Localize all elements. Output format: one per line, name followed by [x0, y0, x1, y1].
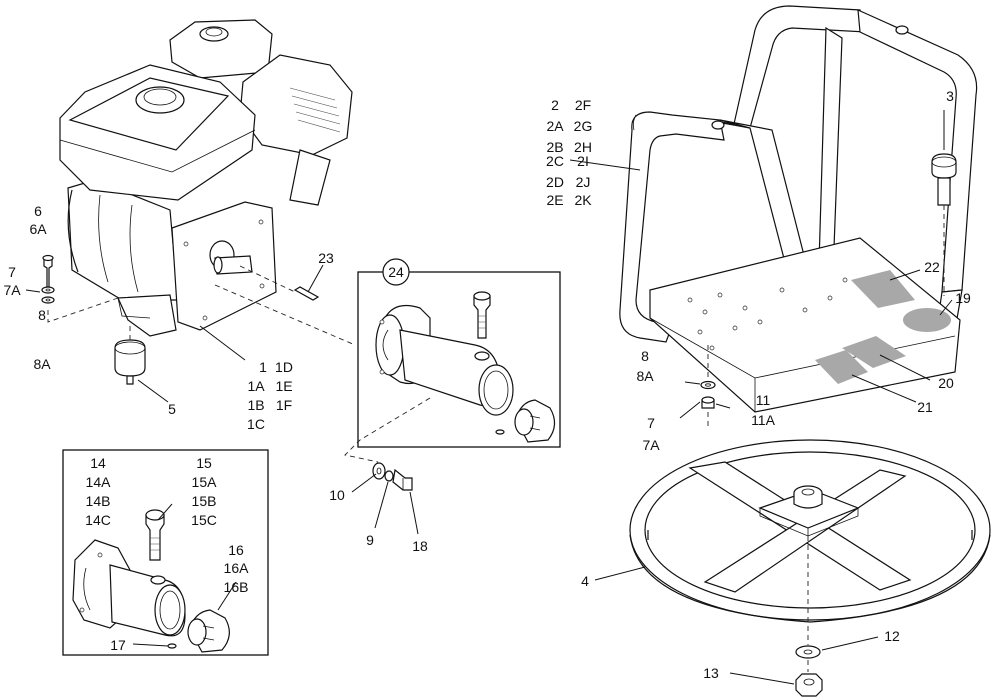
callout-2c: 2C	[546, 153, 564, 169]
callout-18: 18	[412, 538, 428, 554]
callout-15c: 15C	[191, 512, 217, 528]
callout-labels: 1 1A 1B 1C 1D 1E 1F 2 2A 2B 2C 2D 2E 2F …	[3, 88, 971, 681]
callout-14b: 14B	[86, 493, 111, 509]
callout-7a-left: 7A	[3, 282, 21, 298]
callout-24: 24	[388, 264, 404, 280]
callout-21: 21	[917, 399, 933, 415]
callout-16b: 16B	[224, 579, 249, 595]
callout-2a: 2A	[546, 118, 564, 134]
callout-10: 10	[329, 487, 345, 503]
callout-2b: 2B	[546, 139, 563, 155]
callout-1b: 1B	[247, 397, 264, 413]
callout-6a: 6A	[29, 221, 47, 237]
callout-1a: 1A	[247, 378, 265, 394]
callout-19: 19	[955, 290, 971, 306]
callout-8a-left: 8A	[33, 356, 51, 372]
callout-1e: 1E	[275, 378, 292, 394]
callout-2h: 2H	[574, 139, 592, 155]
callout-2i: 2I	[577, 153, 589, 169]
handle-frame	[619, 5, 978, 413]
callout-3: 3	[946, 88, 954, 104]
assembly-lines	[47, 205, 945, 672]
callout-2d: 2D	[546, 174, 564, 190]
inset-24: 24	[357, 258, 561, 448]
callout-7-right: 7	[647, 415, 655, 431]
callout-4: 4	[581, 573, 589, 589]
callout-7a-right: 7A	[642, 437, 660, 453]
callout-5: 5	[168, 401, 176, 417]
callout-15: 15	[196, 455, 212, 471]
callout-23: 23	[318, 250, 334, 266]
callout-1f: 1F	[276, 397, 292, 413]
callout-16: 16	[228, 542, 244, 558]
inset-14-17	[62, 449, 269, 656]
callout-22: 22	[924, 259, 940, 275]
callout-1d: 1D	[275, 359, 293, 375]
callout-11a: 11A	[751, 412, 776, 428]
callout-15a: 15A	[192, 474, 218, 490]
callout-6: 6	[34, 203, 42, 219]
callout-8-right: 8	[641, 348, 649, 364]
callout-2e: 2E	[546, 192, 563, 208]
callout-9: 9	[366, 532, 374, 548]
callout-12: 12	[884, 628, 900, 644]
leader-lines	[25, 110, 953, 685]
ring-base	[629, 439, 991, 623]
callout-20: 20	[938, 375, 954, 391]
callout-8-left: 8	[38, 307, 46, 323]
callout-14a: 14A	[86, 474, 112, 490]
callout-1: 1	[259, 359, 267, 375]
callout-17: 17	[110, 637, 126, 653]
callout-15b: 15B	[192, 493, 217, 509]
hardware	[41, 153, 957, 697]
callout-14c: 14C	[85, 512, 111, 528]
callout-2g: 2G	[574, 118, 593, 134]
callout-16a: 16A	[224, 560, 250, 576]
callout-2k: 2K	[574, 192, 592, 208]
callout-7-left: 7	[8, 264, 16, 280]
callout-8a-right: 8A	[636, 368, 654, 384]
engine-assembly	[59, 19, 353, 337]
callout-14: 14	[90, 455, 106, 471]
callout-2f: 2F	[575, 97, 591, 113]
callout-2: 2	[551, 97, 559, 113]
callout-1c: 1C	[247, 416, 265, 432]
callout-11: 11	[756, 392, 771, 408]
callout-2j: 2J	[576, 174, 591, 190]
callout-13: 13	[703, 665, 719, 681]
